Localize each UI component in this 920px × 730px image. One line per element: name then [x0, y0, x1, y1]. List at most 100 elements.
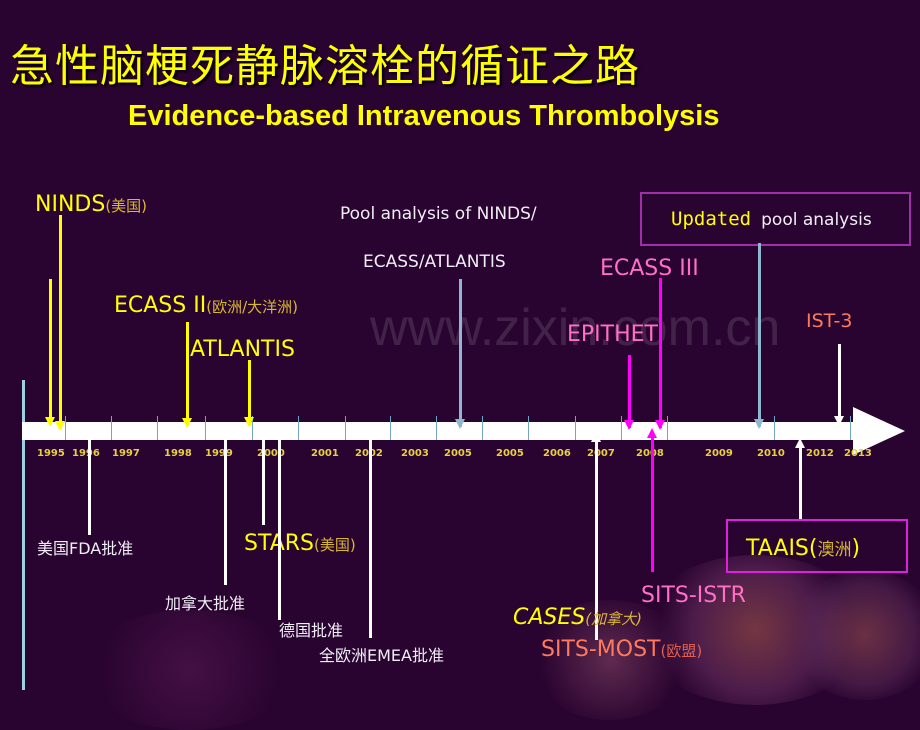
tick: [850, 416, 851, 440]
year-label: 2005: [496, 448, 524, 459]
arrow-down-icon: [754, 243, 764, 429]
event-sits-most: SITS-MOST(欧盟): [541, 637, 702, 662]
event-note: (加拿大): [585, 610, 642, 628]
tick: [436, 416, 437, 440]
arrow-up-icon: [795, 438, 805, 520]
event-note: 澳洲: [817, 540, 852, 560]
year-label: 2009: [705, 448, 733, 459]
event-fda: 美国FDA批准: [37, 535, 133, 559]
event-label: 美国FDA批准: [37, 539, 134, 558]
year-label: 2005: [444, 448, 472, 459]
year-label: 2013: [844, 448, 872, 459]
event-atlantis: ATLANTIS: [190, 337, 295, 362]
year-label: 2008: [636, 448, 664, 459]
timeline-start-bar: [22, 380, 25, 690]
event-label: pool analysis: [761, 210, 872, 230]
tick: [298, 416, 299, 440]
year-label: 2012: [806, 448, 834, 459]
arrow-up-icon: [647, 428, 657, 572]
tick: [390, 416, 391, 440]
watermark: www.zixin.com.cn: [370, 299, 781, 357]
year-label: 1998: [164, 448, 192, 459]
year-label: 1996: [72, 448, 100, 459]
year-label: 2000: [257, 448, 285, 459]
connector-line: [88, 440, 91, 535]
page-subtitle: Evidence-based Intravenous Thrombolysis: [128, 100, 720, 132]
arrow-up-icon: [591, 432, 601, 640]
event-ecass2: ECASS II(欧洲/大洋洲): [114, 293, 298, 318]
arrow-down-icon: [55, 215, 65, 431]
event-label: 加拿大批准: [165, 594, 246, 613]
tick: [157, 416, 158, 440]
event-label-line1: Pool analysis of NINDS/: [340, 204, 537, 224]
tick: [65, 416, 66, 440]
event-label: ECASS II: [114, 293, 207, 318]
event-canada: 加拿大批准: [165, 590, 245, 614]
event-germany: 德国批准: [279, 617, 343, 641]
event-pool-analysis: Pool analysis of NINDS/ ECASS/ATLANTIS: [340, 202, 537, 274]
tick: [528, 416, 529, 440]
event-note: (美国): [105, 197, 148, 215]
connector-line: [224, 440, 227, 585]
connector-line: [278, 440, 281, 620]
event-ninds: NINDS(美国): [35, 192, 147, 217]
year-label: 2003: [401, 448, 429, 459]
arrow-down-icon: [455, 279, 465, 429]
event-label: ATLANTIS: [190, 337, 295, 362]
event-label-highlight: Updated: [671, 208, 752, 230]
arrow-down-icon: [834, 344, 844, 426]
year-label: 2006: [543, 448, 571, 459]
arrow-down-icon: [655, 278, 665, 430]
tick: [774, 416, 775, 440]
arrow-down-icon: [624, 355, 634, 430]
timeline-arrowhead-icon: [853, 407, 905, 455]
event-label: 德国批准: [279, 621, 344, 640]
event-note: (欧盟): [660, 642, 703, 660]
event-label-line2: ECASS/ATLANTIS: [363, 252, 506, 272]
timeline-axis: [22, 422, 882, 440]
year-label: 2010: [757, 448, 785, 459]
event-label: NINDS: [35, 192, 106, 217]
event-updated-pool: Updated pool analysis: [671, 208, 872, 230]
event-label: 全欧洲EMEA批准: [319, 646, 444, 665]
event-stars: STARS(美国): [244, 531, 356, 556]
arrow-down-icon: [182, 322, 192, 428]
event-label: IST-3: [806, 310, 853, 332]
year-label: 2007: [587, 448, 615, 459]
event-taais: TAAIS(澳洲): [746, 535, 860, 561]
event-label: SITS-MOST: [541, 637, 661, 662]
year-label: 2002: [355, 448, 383, 459]
tick: [667, 416, 668, 440]
year-label: 1999: [205, 448, 233, 459]
decorative-tree: [80, 610, 300, 730]
tick: [111, 416, 112, 440]
connector-line: [369, 440, 372, 638]
event-label: EPITHET: [567, 322, 658, 347]
event-label: TAAIS(: [746, 536, 818, 561]
year-label: 1997: [112, 448, 140, 459]
connector-line: [262, 440, 265, 525]
event-emea: 全欧洲EMEA批准: [319, 642, 444, 666]
year-label: 1995: [37, 448, 65, 459]
event-ecass3: ECASS III: [600, 256, 699, 281]
tick: [345, 416, 346, 440]
event-label: CASES: [513, 605, 586, 630]
event-note: (美国): [314, 536, 356, 554]
event-ist3: IST-3: [806, 310, 852, 332]
tick: [621, 416, 622, 440]
event-note: (欧洲/大洋洲): [206, 298, 298, 316]
event-sits-istr: SITS-ISTR: [641, 583, 746, 608]
arrow-down-icon: [45, 279, 55, 427]
event-epithet: EPITHET: [567, 322, 658, 347]
event-label: SITS-ISTR: [641, 583, 746, 608]
event-cases: CASES(加拿大): [513, 605, 642, 630]
tick: [205, 416, 206, 440]
arrow-down-icon: [244, 360, 254, 427]
updated-pool-analysis-box: [640, 192, 911, 246]
event-label: ECASS III: [600, 256, 699, 281]
tick: [252, 416, 253, 440]
event-label-end: ): [851, 536, 861, 561]
tick: [482, 416, 483, 440]
year-label: 2001: [311, 448, 339, 459]
tick: [575, 416, 576, 440]
